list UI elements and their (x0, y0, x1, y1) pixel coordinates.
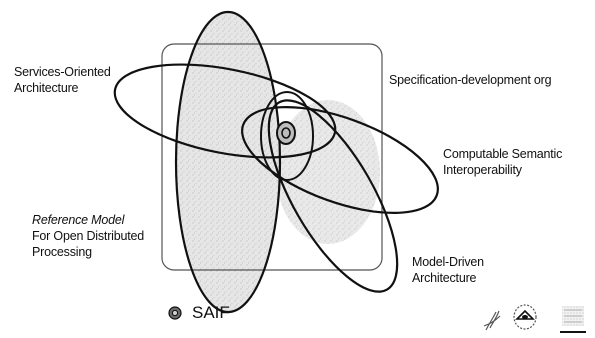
mda-ellipse (267, 99, 399, 293)
legend: SAIF (168, 304, 230, 322)
label-computable-semantic-interoperability: Computable Semantic Interoperability (443, 147, 563, 177)
soa-ellipse (113, 63, 337, 159)
grid-logo-icon (560, 306, 586, 333)
swirl-logo-icon (483, 310, 501, 331)
label-reference-model-odp: Reference Model For Open Distributed Pro… (32, 213, 145, 259)
rmodp-ellipse (174, 10, 282, 314)
label-specification-development-org: Specification-development org (389, 73, 552, 87)
eye-seal-logo-icon (513, 304, 537, 330)
footer-logos (483, 304, 586, 333)
sdo-boundary (161, 43, 383, 271)
shaded-region (176, 12, 380, 312)
label-model-driven-architecture: Model-Driven Architecture (412, 255, 484, 285)
saif-target-icon (168, 306, 182, 320)
csi-ellipse (241, 105, 439, 215)
label-services-oriented-architecture: Services-Oriented Architecture (14, 65, 111, 95)
saif-core-icon (276, 121, 296, 145)
legend-label: SAIF (192, 303, 230, 322)
inner-ellipse (260, 91, 314, 181)
